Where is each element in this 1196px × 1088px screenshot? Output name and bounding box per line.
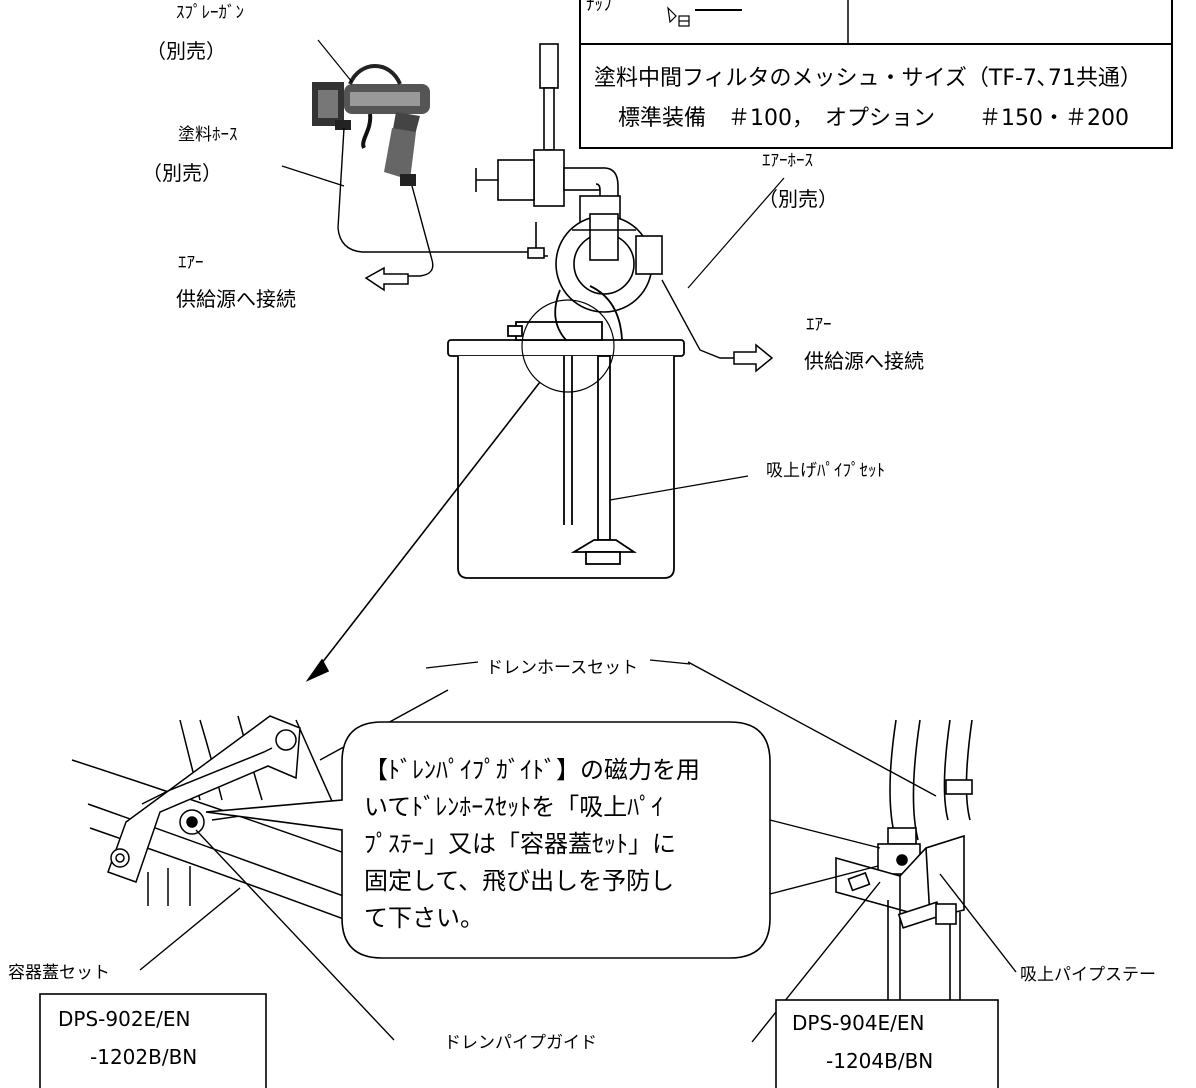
label-air-left-2: 供給源へ接続 [176,287,296,311]
leader-lines [281,39,785,501]
drain-hose-set-leader-right [649,659,691,665]
label-spray-gun: ｽﾌﾟﾚｰｶﾞﾝ [176,3,244,23]
label-container-lid-set: 容器蓋セット [8,963,110,983]
label-drain-pipe-guide: ドレンパイプガイド [444,1033,597,1053]
tank-body [457,356,675,579]
label-drain-hose-set: ドレンホースセット [486,658,638,678]
label-paint-hose-note: （別売） [142,161,222,185]
spec-table-top-row-label: ﾅｯﾌﾟ [586,0,620,15]
label-spray-gun-note: （別売） [146,39,226,63]
instruction-callout: 【ﾄﾞﾚﾝﾊﾟｲﾌﾟｶﾞｲﾄﾞ】の磁力を用 いてﾄﾞﾚﾝﾎｰｽｾｯﾄを「吸上ﾊﾟ… [205,721,771,959]
model-right-line-1: DPS-904E/EN [792,1011,925,1035]
callout-line-2: いてﾄﾞﾚﾝﾎｰｽｾｯﾄを「吸上ﾊﾟｲ [364,793,663,821]
detail-right-leader-lines [687,661,1017,1043]
callout-line-3: ﾌﾟｽﾃｰ」又は「容器蓋ｾｯﾄ」に [364,830,676,858]
nozzle-icon [667,6,742,27]
pump-assembly [475,43,663,313]
spray-gun [312,64,430,186]
model-box-left: DPS-902E/EN -1202B/BN [39,993,267,1088]
mesh-size-line-2: 標準装備 ＃100， オプション ＃150・＃200 [618,106,1129,131]
model-box-right: DPS-904E/EN -1204B/BN [775,999,999,1088]
model-left-line-1: DPS-902E/EN [58,1007,191,1031]
tank-lid [447,339,685,357]
callout-line-4: 固定して、飛び出しを予防し [364,867,674,895]
air-hose-line-left [408,185,434,277]
paint-tank [447,285,685,579]
air-hose-line-right [661,279,734,359]
hose-lines [337,127,734,359]
air-supply-arrow-right [733,343,774,373]
callout-line-1: 【ﾄﾞﾚﾝﾊﾟｲﾌﾟｶﾞｲﾄﾞ】の磁力を用 [364,756,700,784]
label-air-right-2: 供給源へ接続 [804,349,924,373]
label-air-hose: ｴｱｰﾎｰｽ [762,151,813,171]
detail-right-stay [835,719,973,1040]
model-left-line-2: -1202B/BN [90,1045,197,1069]
detail-magnifier [521,299,615,393]
label-suction-pipe-stay: 吸上パイプステー [1020,965,1156,985]
label-paint-hose: 塗料ﾎｰｽ [178,124,238,145]
callout-bubble [205,721,771,959]
drain-hose-set-leader-left [425,661,479,669]
label-air-hose-note: （別売） [758,187,838,211]
label-suction-pipe-set: 吸上げﾊﾟｲﾌﾟｾｯﾄ [766,461,885,481]
label-air-left-1: ｴｱｰ [178,253,204,273]
air-supply-arrow-left [364,266,409,292]
label-air-right-1: ｴｱｰ [806,315,832,335]
detail-pointer-arrow [305,381,541,682]
model-right-line-2: -1204B/BN [826,1049,933,1073]
mesh-size-line-1: 塗料中間フィルタのメッシュ・サイズ（TF-7､71共通） [594,66,1142,91]
part-labels: ｽﾌﾟﾚｰｶﾞﾝ （別売） 塗料ﾎｰｽ （別売） ｴｱｰ 供給源へ接続 ｴｱｰﾎ… [8,3,1156,1053]
spec-table: ﾅｯﾌﾟ 塗料中間フィルタのメッシュ・サイズ（TF-7､71共通） 標準装備 ＃… [579,0,1173,149]
drain-guide-left [107,715,301,883]
callout-line-5: て下さい。 [364,904,484,932]
paint-hose-line [337,127,530,253]
